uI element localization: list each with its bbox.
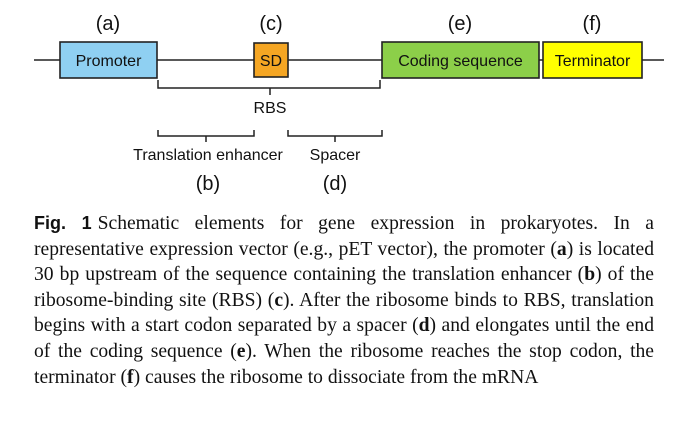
caption-segment: ) causes the ribosome to dissociate from… (133, 366, 539, 388)
spacer-brace (287, 130, 383, 142)
caption-ref-a: a (556, 238, 567, 260)
spacer-label: Spacer (310, 147, 361, 164)
caption-ref-e: e (236, 340, 246, 362)
coding-sequence-label: Coding sequence (398, 53, 523, 70)
caption-segment: ) is located 30 bp upstream of the seque… (34, 238, 654, 286)
promoter-box (59, 41, 158, 79)
caption-ref-c: c (274, 289, 284, 311)
promoter-label: Promoter (76, 53, 142, 70)
rbs-label: RBS (254, 100, 287, 117)
sd-label: SD (260, 53, 282, 70)
terminator-box (542, 41, 643, 79)
figure-label: Fig. 1 (34, 213, 92, 233)
enhancer-brace (157, 130, 255, 142)
coding-sequence-box (381, 41, 540, 79)
letter-d: (d) (323, 173, 347, 195)
sd-box (253, 42, 289, 78)
letter-f: (f) (583, 13, 602, 35)
terminator-label: Terminator (555, 53, 631, 70)
caption-ref-b: b (584, 264, 596, 286)
caption-ref-d: d (418, 315, 430, 337)
letter-a: (a) (96, 13, 120, 35)
diagram-canvas: Promoter SD Coding sequence Terminator (… (34, 13, 664, 195)
letter-e: (e) (448, 13, 472, 35)
letter-b: (b) (196, 173, 220, 195)
caption-segment: Schematic elements for gene expression i… (34, 213, 654, 260)
caption-segment: ). After the ribosome binds to RBS, tran… (34, 289, 654, 337)
caption-ref-f: f (127, 366, 134, 388)
enhancer-label: Translation enhancer (133, 147, 283, 164)
rbs-brace (157, 80, 381, 95)
caption-segment: ) of the ribosome-binding site (RBS) ( (34, 264, 654, 311)
caption-segment: ) and elongates until the end of the cod… (34, 315, 654, 362)
caption-segment: ). When the ribosome reaches the stop co… (34, 340, 655, 388)
gene-expression-diagram: Promoter SD Coding sequence Terminator (… (0, 0, 690, 200)
letter-c: (c) (259, 13, 282, 35)
caption-text: Schematic elements for gene expression i… (34, 213, 654, 388)
